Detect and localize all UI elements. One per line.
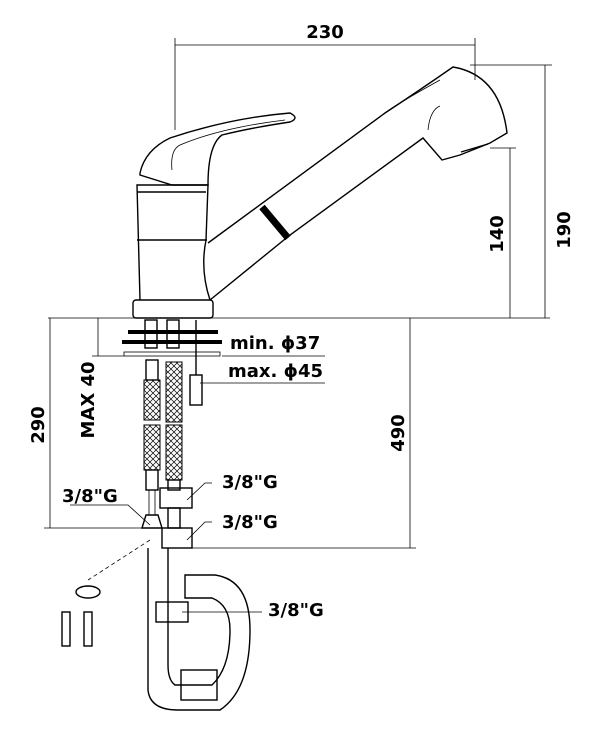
thread-right-2-label: 3/8"G: [222, 512, 278, 533]
dimension-outlet-height-label: 140: [487, 215, 508, 253]
dimension-lines: [44, 38, 552, 613]
dimension-hose-length-label: 490: [388, 414, 409, 452]
hole-max-label: max. ϕ45: [228, 361, 323, 382]
dimension-total-height-label: 190: [554, 211, 575, 249]
mounting-assembly: [122, 319, 222, 549]
thread-left-label: 3/8"G: [62, 486, 118, 507]
dimension-width-label: 230: [306, 22, 344, 43]
thread-right-1-label: 3/8"G: [222, 472, 278, 493]
faucet-body: [132, 184, 214, 319]
thread-trap-label: 3/8"G: [268, 600, 324, 621]
dimension-below-counter-label: 290: [28, 406, 49, 444]
dimension-max-thickness-label: MAX 40: [78, 361, 99, 438]
pull-out-spout: [207, 66, 508, 301]
lever-handle: [139, 112, 296, 186]
hole-min-label: min. ϕ37: [230, 333, 320, 354]
trap-assembly: [61, 539, 251, 711]
